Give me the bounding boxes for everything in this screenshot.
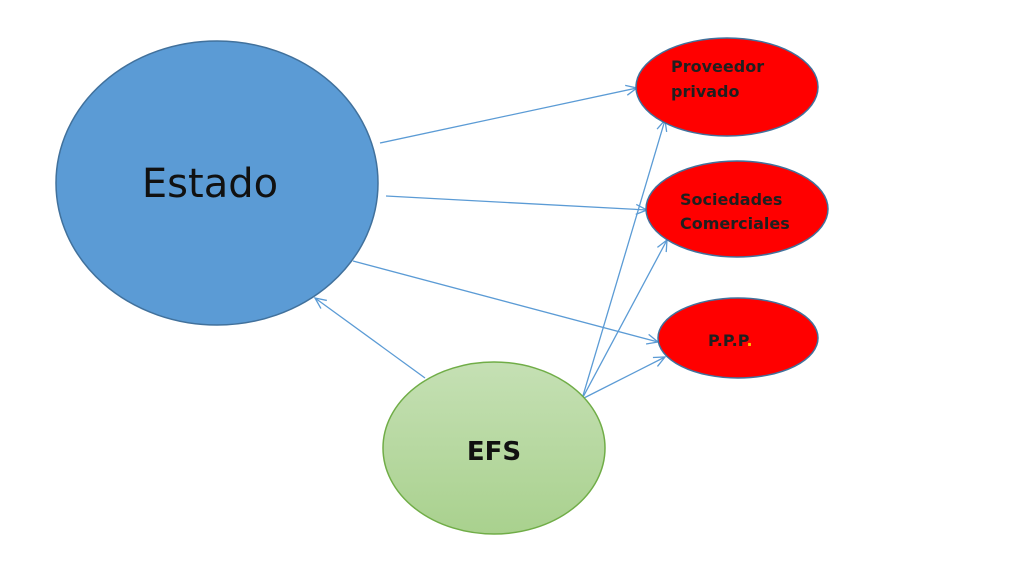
- arrow-efs-to-sociedades: [581, 238, 668, 400]
- arrow-efs-to-estado: [313, 297, 426, 379]
- arrow-estado-to-sociedades: [385, 195, 649, 216]
- arrow-efs-to-proveedor: [581, 118, 668, 400]
- node-proveedor-privado: Proveedor privado: [635, 37, 819, 137]
- arrow-estado-to-ppp: [352, 260, 660, 345]
- proveedor-label-line2: privado: [671, 82, 740, 101]
- sociedades-ellipse: [645, 160, 829, 258]
- proveedor-label-line1: Proveedor: [671, 57, 764, 76]
- ppp-ellipse: [657, 297, 819, 379]
- proveedor-ellipse: [635, 37, 819, 137]
- arrows: [313, 84, 668, 400]
- estado-label: Estado: [142, 161, 278, 207]
- estado-ellipse: [55, 40, 379, 326]
- node-sociedades-comerciales: Sociedades Comerciales: [645, 160, 829, 258]
- arrow-efs-to-ppp: [581, 356, 667, 400]
- sociedades-label-line2: Comerciales: [680, 214, 790, 233]
- sociedades-label: Sociedades Comerciales: [680, 190, 790, 233]
- ppp-label-main: P.P.P: [708, 331, 750, 350]
- node-estado: Estado: [55, 40, 379, 326]
- node-ppp: P.P.P.: [657, 297, 819, 379]
- ppp-label-dot: .: [747, 331, 753, 350]
- node-efs: EFS: [382, 361, 606, 535]
- sociedades-label-line1: Sociedades: [680, 190, 782, 209]
- efs-label: EFS: [467, 437, 521, 467]
- arrow-estado-to-proveedor: [379, 84, 639, 144]
- ppp-label: P.P.P.: [708, 331, 753, 350]
- proveedor-label: Proveedor privado: [671, 57, 770, 101]
- efs-ellipse: [382, 361, 606, 535]
